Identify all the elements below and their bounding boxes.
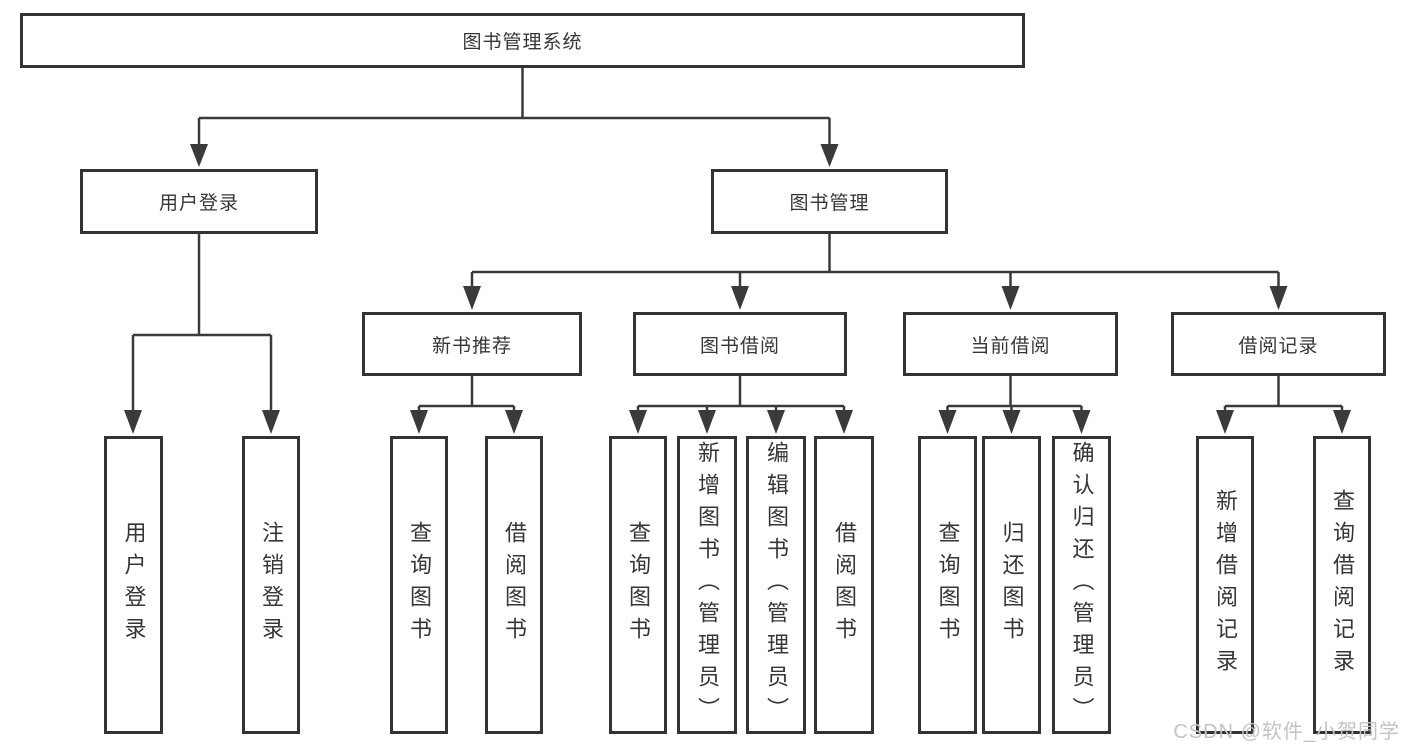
leaf-user-login: 用户登录 [104, 436, 163, 734]
connectors-borrowing-records [1216, 375, 1351, 434]
leaf-edit-book-admin-label: 编辑图书（管理员） [764, 441, 789, 729]
leaf-query-books-borrowing: 查询图书 [609, 436, 667, 734]
leaf-query-borrow-record-label: 查询借阅记录 [1330, 489, 1355, 681]
node-book-management: 图书管理 [711, 169, 948, 234]
leaf-user-login-label: 用户登录 [121, 521, 147, 649]
watermark: CSDN @软件_小贺同学 [1173, 721, 1400, 743]
node-user-login: 用户登录 [80, 169, 318, 234]
node-borrowing-records: 借阅记录 [1171, 312, 1386, 376]
node-current-borrowing-label: 当前借阅 [970, 335, 1051, 357]
leaf-query-books-current: 查询图书 [918, 436, 977, 734]
leaf-confirm-return-admin: 确认归还（管理员） [1052, 436, 1111, 734]
node-user-login-label: 用户登录 [158, 193, 239, 214]
leaf-add-borrow-record: 新增借阅记录 [1196, 436, 1254, 734]
node-library-system-label: 图书管理系统 [462, 32, 583, 53]
connectors-book-management [463, 234, 1288, 310]
leaf-return-books: 归还图书 [982, 436, 1041, 734]
leaf-query-books-recommend-label: 查询图书 [407, 521, 432, 649]
node-book-management-label: 图书管理 [789, 193, 870, 214]
leaf-query-books-recommend: 查询图书 [390, 436, 448, 734]
leaf-add-book-admin: 新增图书（管理员） [677, 436, 737, 734]
leaf-edit-book-admin: 编辑图书（管理员） [746, 436, 806, 734]
node-current-borrowing: 当前借阅 [903, 312, 1118, 376]
leaf-query-borrow-record: 查询借阅记录 [1313, 436, 1371, 734]
leaf-borrow-books-label: 借阅图书 [832, 521, 857, 649]
leaf-logout-label: 注销登录 [259, 521, 284, 649]
node-library-system: 图书管理系统 [20, 13, 1025, 68]
leaf-query-books-current-label: 查询图书 [935, 521, 961, 649]
node-borrowing-records-label: 借阅记录 [1238, 335, 1319, 357]
leaf-add-borrow-record-label: 新增借阅记录 [1213, 489, 1238, 681]
node-book-borrowing: 图书借阅 [633, 312, 847, 376]
leaf-logout: 注销登录 [242, 436, 300, 734]
connectors-user-login [124, 234, 280, 434]
connectors-book-borrowing [629, 375, 853, 434]
leaf-return-books-label: 归还图书 [999, 521, 1025, 649]
leaf-confirm-return-admin-label: 确认归还（管理员） [1069, 441, 1095, 729]
connectors-root [190, 68, 839, 167]
node-new-book-recommend-label: 新书推荐 [431, 335, 512, 357]
leaf-borrow-books-recommend-label: 借阅图书 [502, 521, 527, 649]
node-new-book-recommend: 新书推荐 [362, 312, 582, 376]
node-book-borrowing-label: 图书借阅 [699, 335, 780, 357]
leaf-borrow-books: 借阅图书 [814, 436, 874, 734]
leaf-add-book-admin-label: 新增图书（管理员） [695, 441, 720, 729]
connectors-current-borrowing [938, 375, 1091, 434]
leaf-borrow-books-recommend: 借阅图书 [485, 436, 543, 734]
leaf-query-books-borrowing-label: 查询图书 [626, 521, 651, 649]
connectors-new-book-recommend [410, 375, 523, 434]
